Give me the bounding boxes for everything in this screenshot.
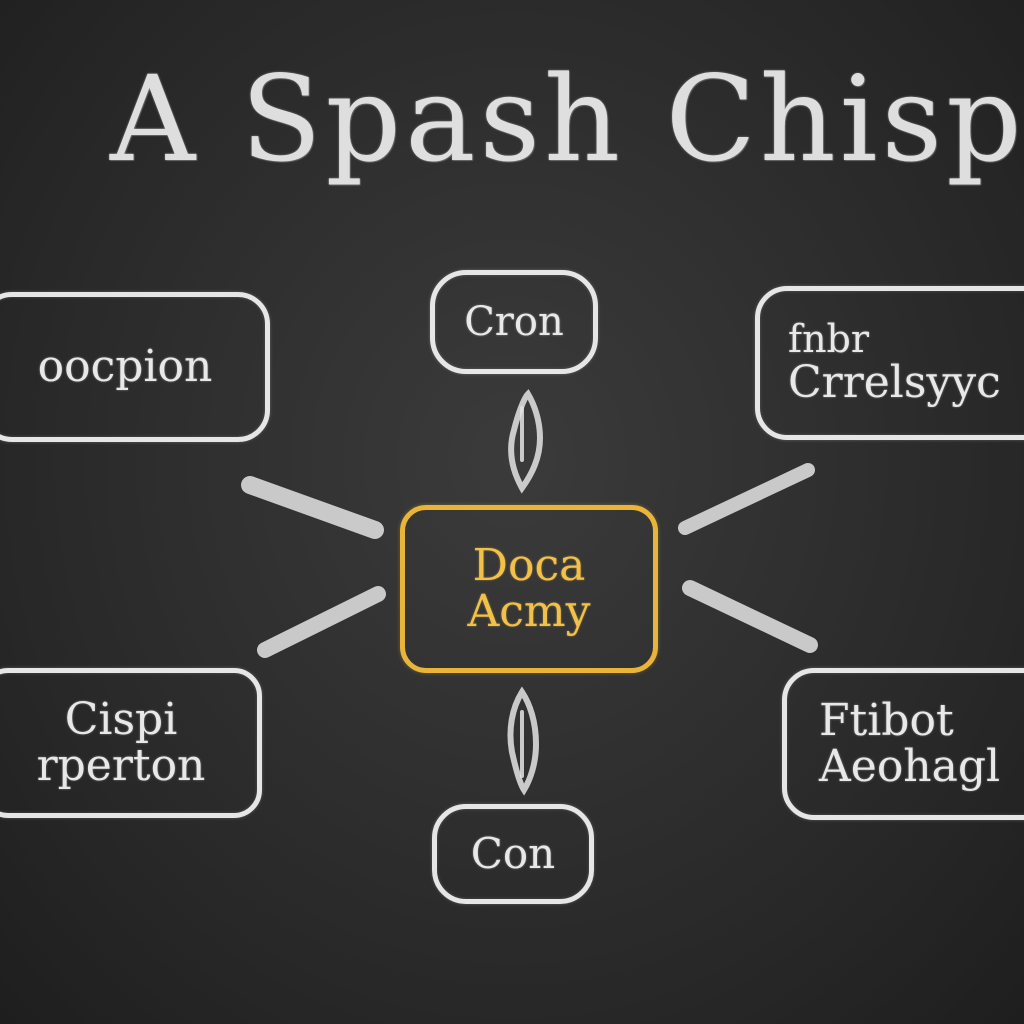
node-bottom-right: Ftibot Aeohagl — [782, 668, 1024, 820]
diagram-title: A Spash Chispe — [110, 50, 1024, 188]
node-top-left: oocpion — [0, 292, 270, 442]
connector-left-upper — [241, 476, 384, 539]
node-bottom-left-line-1: Cispi — [64, 693, 178, 745]
node-bottom-center: Con — [432, 804, 594, 904]
node-bottom-left: Cispi rperton — [0, 668, 262, 818]
connector-right-upper — [678, 463, 815, 535]
node-bottom-center-text: Con — [470, 828, 556, 878]
node-center-line-2: Acmy — [467, 586, 591, 637]
node-bottom-right-line-1: Ftibot — [819, 694, 954, 746]
arrow-down-connector — [507, 686, 540, 796]
node-top-right-line-2: Crrelsyyc — [788, 356, 1001, 408]
node-top-center-text: Cron — [464, 299, 564, 345]
node-top-center: Cron — [430, 270, 598, 374]
node-top-right: fnbr Crrelsyyc — [755, 286, 1024, 440]
node-center: Doca Acmy — [400, 505, 658, 673]
node-bottom-left-line-2: rperton — [36, 740, 206, 791]
node-center-line-1: Doca — [472, 539, 586, 591]
node-bottom-right-line-2: Aeohagl — [819, 741, 1001, 792]
arrow-up-connector — [508, 389, 544, 494]
node-top-right-line-1: fnbr — [788, 316, 870, 361]
connector-left-lower — [257, 586, 386, 658]
node-top-left-text: oocpion — [37, 340, 213, 392]
connector-right-lower — [682, 580, 818, 653]
